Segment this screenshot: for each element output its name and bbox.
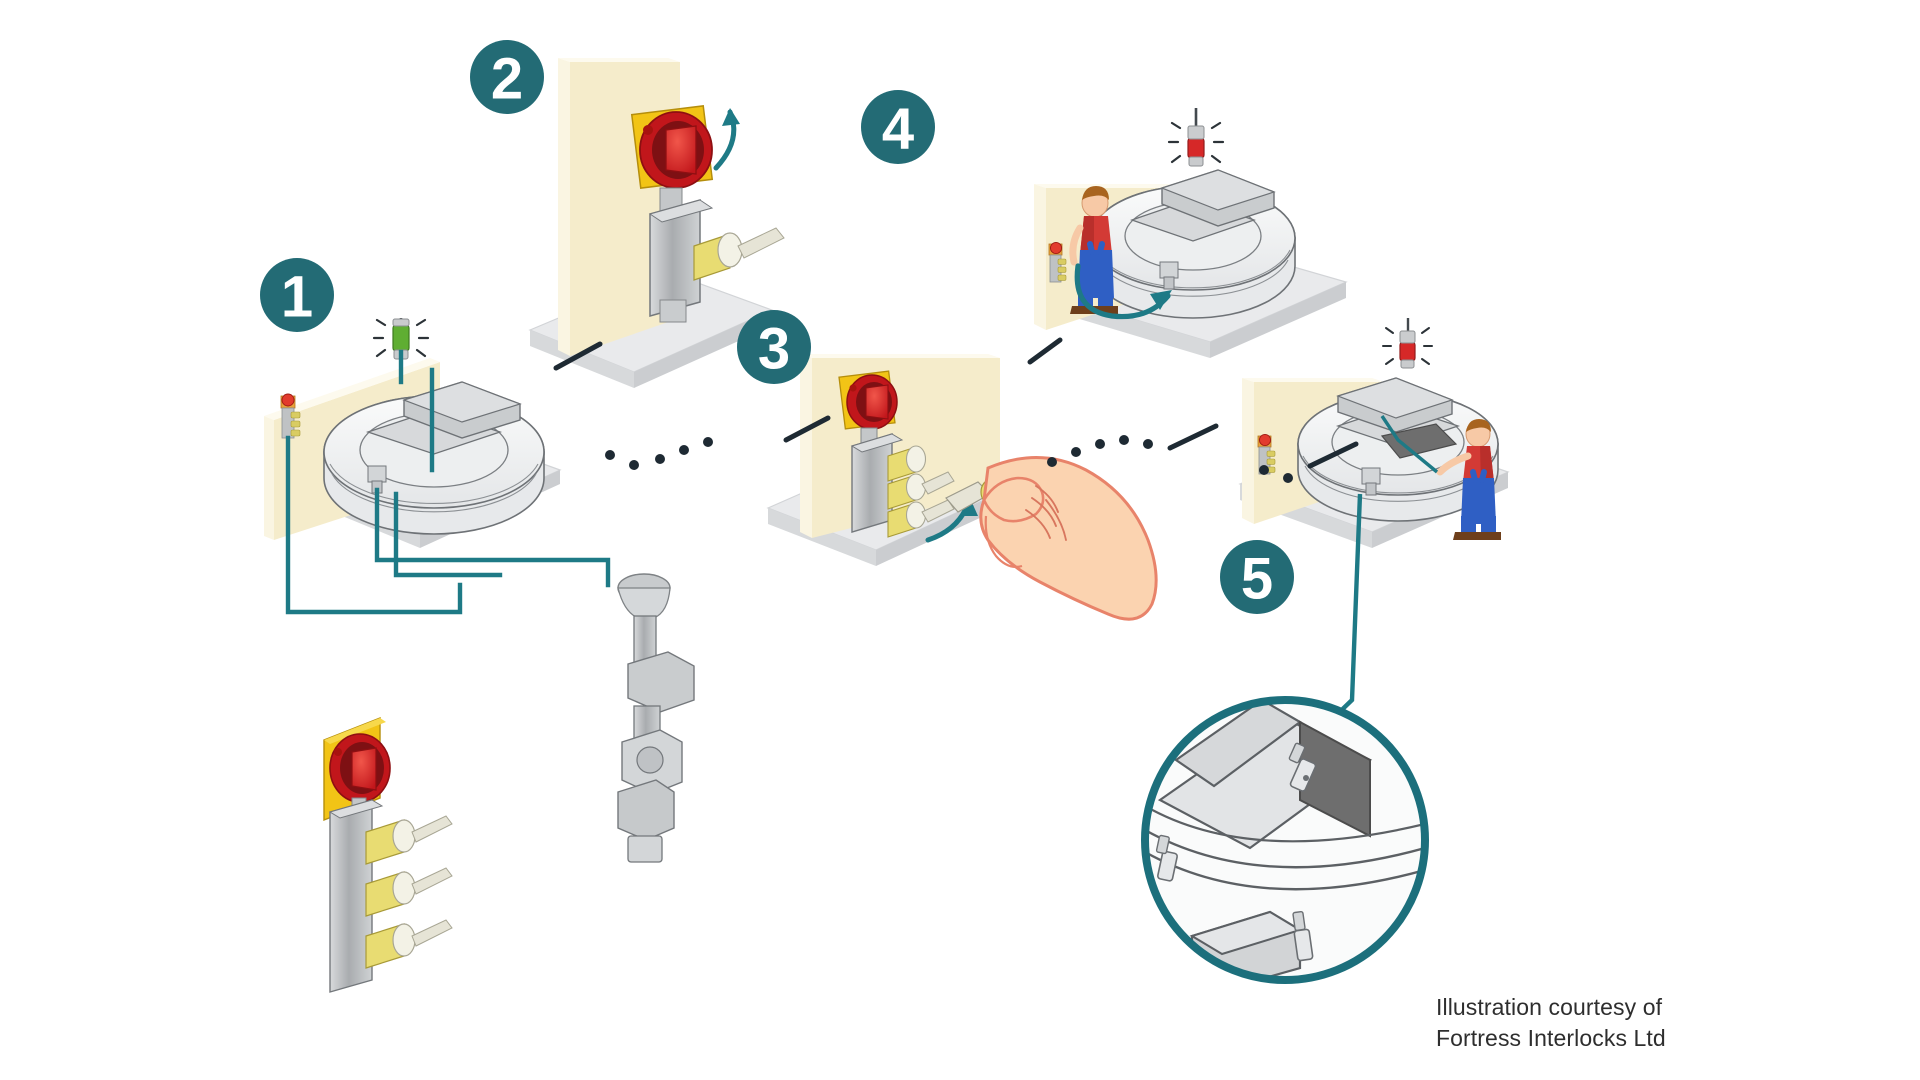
clamp-lever-assembly bbox=[617, 573, 695, 863]
step-4-scene: 4 bbox=[861, 90, 1348, 358]
connector-2-3 bbox=[783, 415, 831, 443]
attribution-caption: Illustration courtesy of Fortress Interl… bbox=[1436, 992, 1896, 1054]
caption-line-2: Fortress Interlocks Ltd bbox=[1436, 1025, 1666, 1051]
detail-interlock-switch bbox=[1292, 910, 1314, 962]
step-5-badge-number: 5 bbox=[1241, 547, 1273, 612]
caption-line-1: Illustration courtesy of bbox=[1436, 994, 1663, 1020]
connector-dots-3-4 bbox=[1047, 435, 1153, 467]
connector-4-5 bbox=[1307, 441, 1359, 469]
connector-dots-1-2 bbox=[605, 437, 713, 470]
connector-1-2 bbox=[553, 341, 603, 371]
key-port bbox=[365, 867, 453, 917]
step-4-badge-number: 4 bbox=[882, 97, 914, 162]
step-5-red-beacon bbox=[1382, 318, 1433, 369]
step-1-green-beacon bbox=[372, 318, 430, 360]
step-3-badge: 3 bbox=[737, 310, 811, 384]
detail-interlock-switch bbox=[1155, 834, 1178, 882]
step-5-panel-isolator-icon bbox=[1257, 433, 1276, 475]
step-4-machine bbox=[1090, 169, 1296, 319]
step-5-pointer-lines bbox=[1380, 415, 1439, 474]
step-5-guard-interlock bbox=[1361, 467, 1381, 496]
step-4-guard-interlock bbox=[1159, 261, 1179, 290]
step-3-scene: 3 bbox=[737, 310, 1158, 621]
key-port bbox=[365, 815, 453, 865]
step-3-key-exchange-unit bbox=[850, 427, 955, 538]
step-4-panel-isolator-icon bbox=[1048, 241, 1067, 283]
connector-3-4 bbox=[1167, 423, 1219, 451]
step-2-badge: 2 bbox=[470, 40, 544, 114]
isolator-assembly bbox=[323, 716, 453, 993]
connector-4-link bbox=[1027, 337, 1063, 365]
detail-magnifier bbox=[1141, 493, 1429, 984]
step-connectors bbox=[553, 337, 1359, 483]
step-4-red-beacon bbox=[1167, 108, 1225, 167]
step-1-badge-number: 1 bbox=[281, 265, 313, 330]
connector-dots-4-5 bbox=[1259, 465, 1293, 483]
detail-magnifier-contents bbox=[1145, 700, 1425, 980]
step-1-guard-interlock bbox=[367, 465, 387, 494]
step-4-badge: 4 bbox=[861, 90, 935, 164]
step-4-access-arrow bbox=[1074, 263, 1171, 320]
step-1-scene: 1 bbox=[260, 258, 611, 615]
key-exchange-unit-stack bbox=[328, 799, 453, 993]
step-2-key-exchange-unit bbox=[648, 187, 785, 323]
detail-interlock-switch bbox=[1288, 742, 1317, 792]
step-3-badge-number: 3 bbox=[758, 317, 790, 382]
step-1-badge: 1 bbox=[260, 258, 334, 332]
step-5-badge: 5 bbox=[1220, 540, 1294, 614]
key-port bbox=[365, 919, 453, 969]
step-2-scene: 2 bbox=[470, 40, 785, 388]
step-1-panel-isolator-icon bbox=[280, 393, 301, 439]
step-3-isolator-switch bbox=[838, 370, 898, 430]
step-2-isolator-switch bbox=[630, 105, 714, 189]
step-2-badge-number: 2 bbox=[491, 47, 523, 112]
step-1-wiring bbox=[285, 349, 611, 615]
step-5-worker bbox=[1436, 419, 1501, 540]
isolator-switch-large bbox=[323, 716, 391, 822]
step-3-hand-icon bbox=[979, 456, 1158, 621]
step-5-scene: 5 bbox=[1220, 318, 1510, 614]
step-5-machine bbox=[1297, 377, 1499, 522]
